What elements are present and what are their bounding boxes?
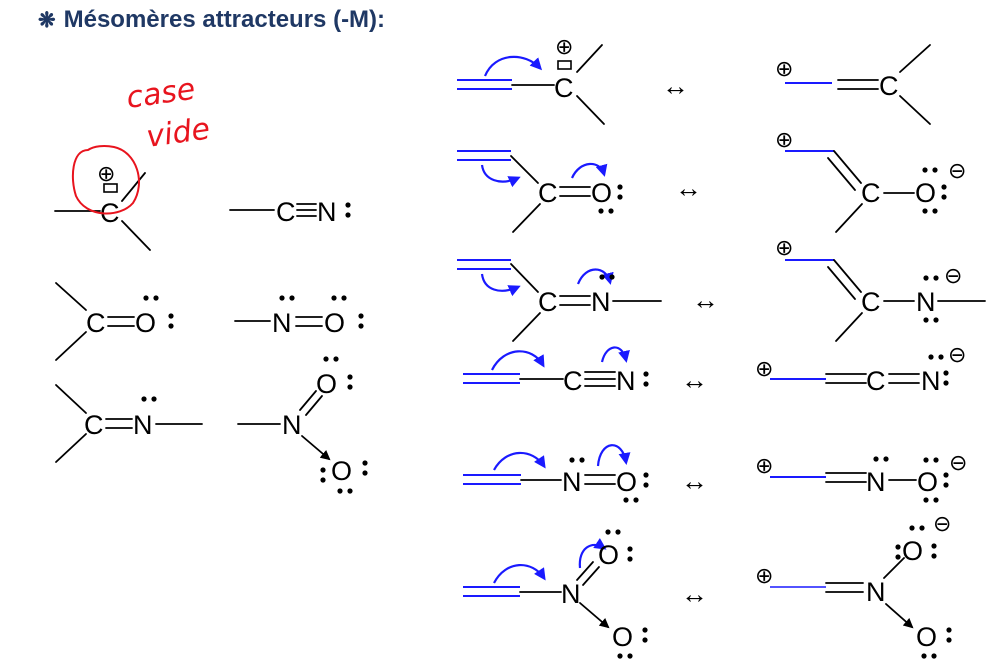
svg-text:vide: vide	[144, 111, 212, 155]
resonance-row-allyl-cation: C ⊕ ↔ ⊕ C	[457, 34, 931, 125]
imine-group: C N	[55, 384, 203, 463]
atom-carbon: C	[86, 308, 106, 338]
atom-carbon: C	[84, 410, 104, 440]
atom-nitrogen: N	[282, 410, 302, 440]
atom-carbon: C	[861, 287, 881, 317]
svg-text:case: case	[124, 72, 197, 116]
minus-charge-icon: ⊖	[949, 450, 967, 475]
atom-nitrogen: N	[616, 366, 636, 396]
atom-nitrogen: N	[921, 366, 941, 396]
minus-charge-icon: ⊖	[948, 342, 966, 367]
atom-carbon: C	[276, 197, 296, 227]
resonance-row-enimine: C N ↔ ⊕ C N ⊖	[457, 235, 986, 342]
minus-charge-icon: ⊖	[944, 263, 962, 288]
plus-charge-icon: ⊕	[755, 563, 773, 588]
empty-orbital-box	[557, 60, 572, 70]
atom-carbon: C	[554, 73, 574, 103]
atom-carbon: C	[563, 366, 583, 396]
atom-carbon: C	[538, 178, 558, 208]
atom-nitrogen: N	[916, 287, 936, 317]
atom-nitrogen: N	[561, 579, 581, 609]
plus-charge-icon: ⊕	[555, 34, 573, 59]
atom-oxygen: O	[324, 308, 345, 338]
plus-charge-icon: ⊕	[775, 56, 793, 81]
resonance-arrow-icon: ↔	[681, 466, 708, 496]
atom-oxygen: O	[916, 622, 937, 652]
carbocation-group: C ⊕ case vide	[54, 72, 212, 251]
title-text: Mésomères attracteurs (-M):	[63, 6, 386, 33]
nitroso-group: N O	[234, 295, 364, 338]
page-title: ❋ Mésomères attracteurs (-M):	[38, 6, 385, 34]
atom-oxygen: O	[316, 369, 337, 399]
plus-charge-icon: ⊕	[755, 356, 773, 381]
atom-oxygen: O	[616, 467, 637, 497]
plus-charge-icon: ⊕	[775, 127, 793, 152]
atom-nitrogen: N	[272, 308, 292, 338]
minus-charge-icon: ⊖	[948, 158, 966, 183]
atom-nitrogen: N	[562, 467, 582, 497]
nitrile-group: C N	[229, 197, 351, 227]
resonance-arrow-icon: ↔	[681, 579, 708, 609]
resonance-row-nitrile: C N ↔ ⊕ C N ⊖	[463, 342, 966, 396]
resonance-row-nitroso: N O ↔ ⊕ N O ⊖	[463, 444, 967, 503]
minus-charge-icon: ⊖	[933, 511, 951, 536]
plus-charge-icon: ⊕	[755, 453, 773, 478]
atom-carbon: C	[538, 287, 558, 317]
atom-carbon: C	[879, 71, 899, 101]
atom-nitrogen: N	[591, 287, 611, 317]
atom-oxygen: O	[331, 456, 352, 486]
empty-orbital-box	[103, 183, 118, 193]
atom-oxygen: O	[902, 536, 923, 566]
red-circle-annotation	[71, 145, 140, 215]
atom-nitrogen: N	[866, 577, 886, 607]
snowflake-bullet-icon: ❋	[38, 9, 56, 32]
carbonyl-group: C O	[55, 282, 174, 361]
atom-oxygen: O	[591, 178, 612, 208]
atom-oxygen: O	[135, 308, 156, 338]
resonance-arrow-icon: ↔	[675, 173, 702, 203]
resonance-arrow-icon: ↔	[662, 71, 689, 101]
resonance-arrow-icon: ↔	[681, 365, 708, 395]
atom-nitrogen: N	[133, 410, 153, 440]
atom-nitrogen: N	[866, 467, 886, 497]
atom-nitrogen: N	[317, 197, 337, 227]
resonance-row-enone: C O ↔ ⊕ C O ⊖	[457, 127, 966, 233]
atom-oxygen: O	[598, 540, 619, 570]
resonance-row-nitro: N O O ↔ ⊕ N O ⊖ O	[463, 511, 952, 659]
handwritten-note-case-vide: case vide	[124, 72, 212, 155]
atom-carbon: C	[866, 366, 886, 396]
atom-oxygen: O	[612, 622, 633, 652]
resonance-arrow-icon: ↔	[692, 285, 719, 315]
atom-carbon: C	[861, 178, 881, 208]
nitro-group: N O O	[237, 356, 368, 494]
atom-oxygen: O	[915, 178, 936, 208]
plus-charge-icon: ⊕	[775, 235, 793, 260]
plus-charge-icon: ⊕	[97, 161, 115, 186]
atom-oxygen: O	[917, 467, 938, 497]
